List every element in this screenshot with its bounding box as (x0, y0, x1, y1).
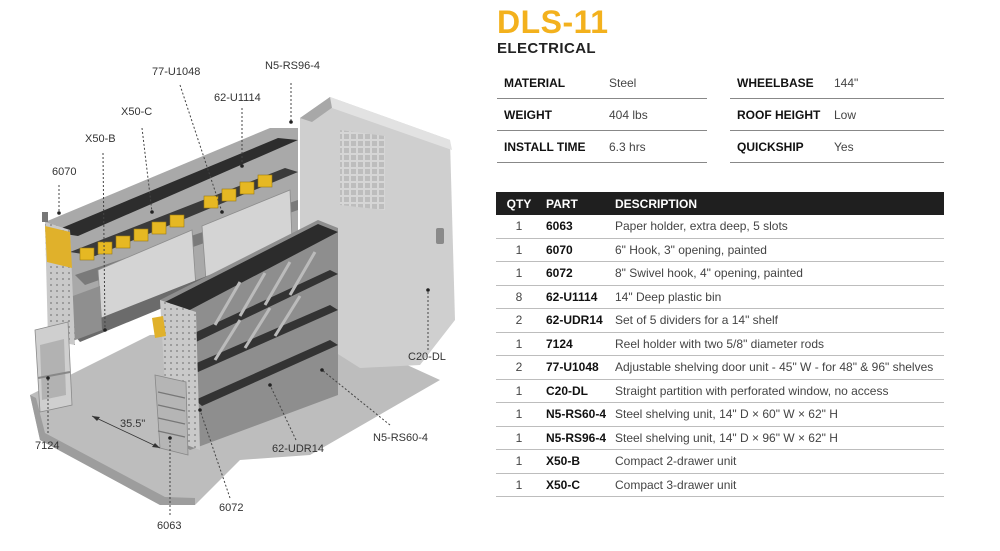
row-description: Adjustable shelving door unit - 45" W - … (615, 360, 934, 375)
header-description: DESCRIPTION (615, 196, 698, 211)
row-qty: 1 (515, 336, 523, 351)
row-description: Steel shelving unit, 14" D × 96" W × 62"… (615, 430, 838, 445)
callout-x50-c: X50-C (121, 106, 153, 118)
spec-roof-height: ROOF HEIGHT Low (730, 99, 944, 131)
paper-holder (154, 374, 189, 456)
row-description: 14" Deep plastic bin (615, 289, 722, 304)
spec-label: QUICKSHIP (737, 139, 804, 154)
row-description: Compact 2-drawer unit (615, 454, 737, 469)
header-part: PART (546, 196, 578, 211)
row-qty: 1 (515, 430, 523, 445)
spec-label: MATERIAL (504, 75, 566, 90)
row-qty: 1 (515, 242, 523, 257)
row-part: 6063 (546, 219, 573, 234)
spec-label: WHEELBASE (737, 75, 814, 90)
callout-n5-rs96-4: N5-RS96-4 (265, 60, 321, 72)
row-part: N5-RS96-4 (546, 430, 607, 445)
perforated-window (340, 130, 385, 210)
row-qty: 1 (515, 407, 523, 422)
callout-6072: 6072 (219, 502, 244, 514)
table-body: 1 6063 Paper holder, extra deep, 5 slots 1 6… (496, 215, 944, 497)
row-part: X50-C (546, 477, 581, 492)
row-qty: 8 (515, 289, 523, 304)
callout-7124: 7124 (35, 440, 60, 452)
van-shelving-illustration: N5-RS96-4 77-U1048 62-U1114 X50-C X50-B … (0, 0, 490, 546)
row-qty: 2 (515, 360, 523, 375)
shelf-dividers (213, 251, 317, 361)
row-qty: 1 (515, 454, 523, 469)
row-qty: 1 (515, 266, 523, 281)
row-description: Steel shelving unit, 14" D × 60" W × 62"… (615, 407, 838, 422)
spec-quickship: QUICKSHIP Yes (730, 131, 944, 163)
header-qty: QTY (506, 196, 532, 211)
callout-c20-dl: C20-DL (408, 351, 446, 363)
table-row: 1 N5-RS60-4 Steel shelving unit, 14" D × 6… (496, 403, 944, 427)
row-part: 77-U1048 (546, 360, 599, 375)
table-row: 1 6072 8" Swivel hook, 4" opening, painted (496, 262, 944, 286)
n5-rs60-4-unit (160, 220, 338, 450)
callout-62-u1114: 62-U1114 (214, 92, 261, 104)
product-subtitle: ELECTRICAL (497, 40, 596, 57)
callout-6070: 6070 (52, 166, 77, 178)
table-row: 1 6070 6" Hook, 3" opening, painted (496, 239, 944, 262)
row-part: N5-RS60-4 (546, 407, 607, 422)
spec-install-time: INSTALL TIME 6.3 hrs (497, 131, 707, 163)
row-description: 6" Hook, 3" opening, painted (615, 242, 767, 257)
row-qty: 1 (515, 219, 523, 234)
table-row: 2 62-UDR14 Set of 5 dividers for a 14" she… (496, 309, 944, 333)
plastic-bins (79, 174, 273, 261)
table-row: 1 C20-DL Straight partition with perforate… (496, 380, 944, 403)
spec-wheelbase: WHEELBASE 144" (730, 67, 944, 99)
callout-x50-b: X50-B (85, 133, 116, 145)
van-diagram (30, 83, 455, 515)
row-qty: 1 (515, 383, 523, 398)
table-row: 1 X50-B Compact 2-drawer unit (496, 450, 944, 474)
dimension-label: 35.5" (120, 418, 146, 430)
spec-weight: WEIGHT 404 lbs (497, 99, 707, 131)
leader-lines (47, 83, 429, 515)
row-description: Reel holder with two 5/8" diameter rods (615, 336, 825, 351)
row-description: Compact 3-drawer unit (615, 477, 737, 492)
row-part: C20-DL (546, 383, 589, 398)
table-row: 1 N5-RS96-4 Steel shelving unit, 14" D × 9… (496, 427, 944, 450)
dimension-line (91, 415, 161, 449)
spec-label: ROOF HEIGHT (737, 107, 821, 122)
table-row: 2 77-U1048 Adjustable shelving door unit -… (496, 356, 944, 380)
spec-label: INSTALL TIME (504, 139, 586, 154)
row-description: Straight partition with perforated windo… (615, 383, 889, 398)
row-part: X50-B (546, 454, 581, 469)
row-part: 6072 (546, 266, 573, 281)
row-part: 6070 (546, 242, 573, 257)
callout-6063: 6063 (157, 520, 182, 532)
spec-label: WEIGHT (504, 107, 552, 122)
table-header: QTY PART DESCRIPTION (496, 192, 944, 215)
row-part: 62-U1114 (546, 289, 598, 304)
spec-material: MATERIAL Steel (497, 67, 707, 99)
row-description: Paper holder, extra deep, 5 slots (615, 219, 788, 234)
callout-77-u1048: 77-U1048 (152, 66, 201, 78)
spec-value: 404 lbs (609, 107, 648, 122)
table-row: 8 62-U1114 14" Deep plastic bin (496, 286, 944, 309)
spec-value: Low (834, 107, 857, 122)
callout-62-udr14: 62-UDR14 (272, 443, 324, 455)
row-qty: 1 (515, 477, 523, 492)
spec-value: Yes (834, 139, 854, 154)
spec-value: 6.3 hrs (609, 139, 646, 154)
row-description: 8" Swivel hook, 4" opening, painted (615, 266, 803, 281)
spec-value: Steel (609, 75, 637, 90)
parts-table: QTY PART DESCRIPTION 1 6063 Paper holder, … (496, 192, 944, 497)
row-part: 62-UDR14 (546, 313, 603, 328)
row-qty: 2 (515, 313, 523, 328)
table-row: 1 X50-C Compact 3-drawer unit (496, 474, 944, 497)
table-row: 1 7124 Reel holder with two 5/8" diameter … (496, 333, 944, 356)
row-description: Set of 5 dividers for a 14" shelf (615, 313, 779, 328)
product-title: DLS-11 (497, 4, 609, 40)
row-part: 7124 (546, 336, 573, 351)
spec-value: 144" (834, 75, 859, 90)
partition-panel (300, 97, 455, 368)
table-row: 1 6063 Paper holder, extra deep, 5 slots (496, 215, 944, 239)
callout-n5-rs60-4: N5-RS60-4 (373, 432, 429, 444)
